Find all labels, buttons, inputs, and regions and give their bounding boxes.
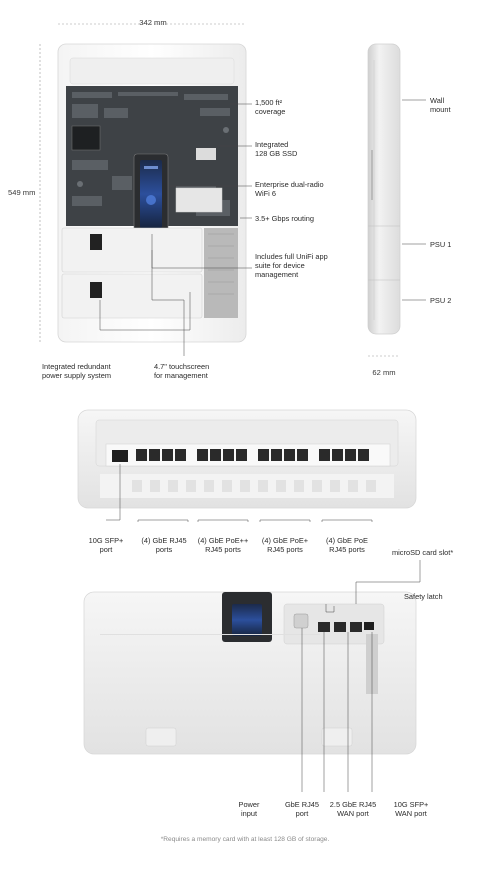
width-dimension: 342 mm: [139, 18, 167, 27]
depth-dimension: 62 mm: [372, 368, 396, 377]
callout-poep-ports: (4) GbE PoE+RJ45 ports: [261, 536, 309, 554]
port-view: [77, 409, 417, 522]
callout-psu1: PSU 1: [430, 240, 452, 249]
bottom-view: [83, 560, 421, 792]
rj45-port-row: [136, 449, 369, 461]
side-view: [367, 43, 426, 357]
callout-poepp-ports: (4) GbE PoE++RJ45 ports: [197, 536, 249, 554]
callout-psu2: PSU 2: [430, 296, 452, 305]
callout-routing: 3.5+ Gbps routing: [255, 214, 314, 223]
callout-sfp-port: 10G SFP+port: [88, 536, 124, 554]
callout-sfp-wan: 10G SFP+WAN port: [393, 800, 429, 818]
front-view: [39, 23, 252, 356]
footnote: *Requires a memory card with at least 12…: [160, 836, 330, 843]
callout-safety-latch: Safety latch: [404, 592, 443, 601]
height-dimension: 549 mm: [8, 188, 36, 197]
callout-microsd: microSD card slot*: [392, 548, 454, 557]
